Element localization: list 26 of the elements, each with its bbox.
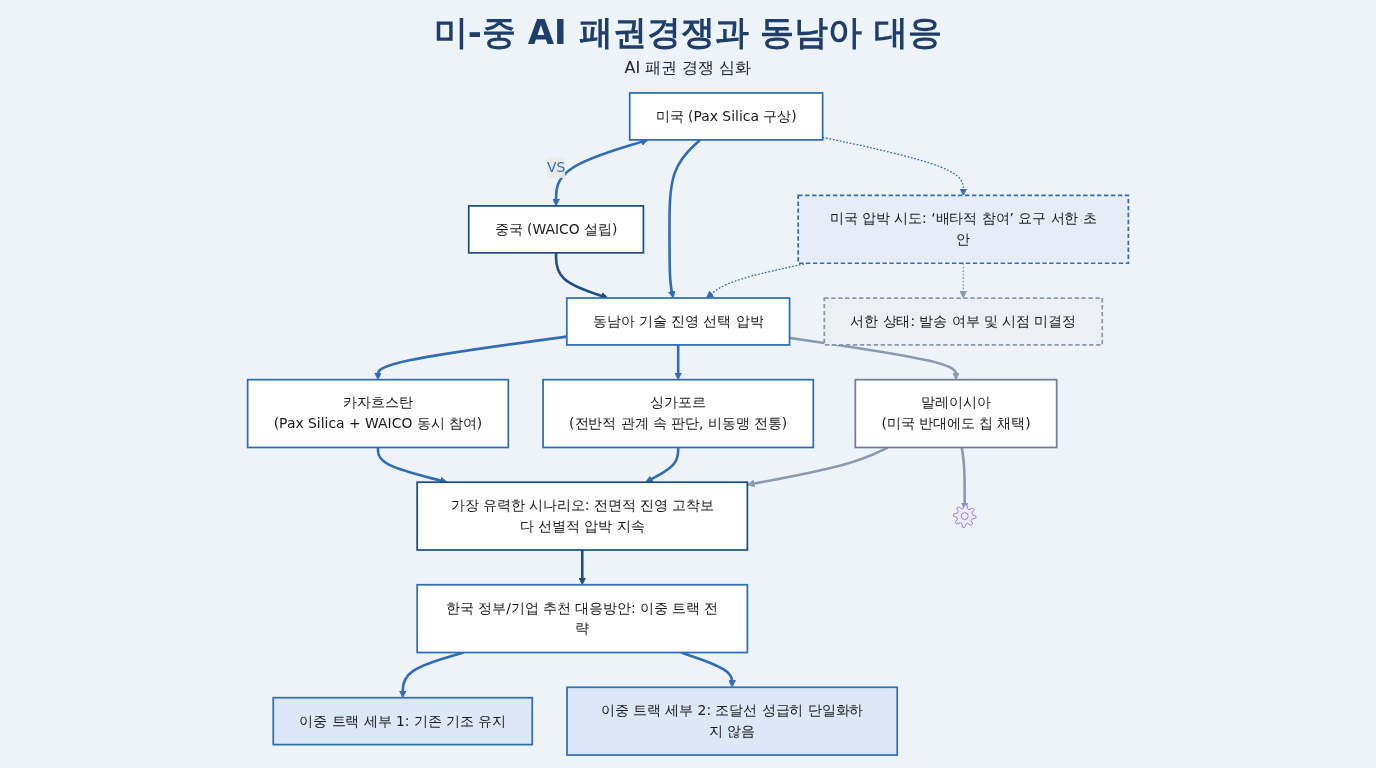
node-box: 말레이시아 (미국 반대에도 칩 채택)	[854, 378, 1058, 449]
arrow	[668, 138, 702, 299]
node-box: 싱가포르 (전반적 관계 속 판단, 비동맹 전통)	[542, 378, 815, 449]
arrow	[747, 446, 889, 488]
node-box: 가장 유력한 시나리오: 전면적 진영 고착보다 선별적 압박 지속	[416, 481, 749, 551]
arrow	[552, 138, 649, 207]
note-text: AI 패권 경쟁 심화	[624, 58, 752, 77]
node-box: 미국 압박 시도: ‘배타적 참여’ 요구 서한 초안	[797, 194, 1130, 265]
node-box: 이중 트랙 세부 2: 조달선 성급히 단일화하지 않음	[566, 686, 899, 756]
node-box: 미국 (Pax Silica 구상)	[628, 92, 824, 141]
arrow	[674, 344, 682, 381]
arrow	[398, 651, 464, 699]
arrow	[554, 252, 609, 300]
node-box: 동남아 기술 진영 선택 압박	[565, 297, 791, 346]
arrow	[789, 336, 960, 381]
node-box: 카자흐스탄 (Pax Silica + WAICO 동시 참여)	[246, 378, 510, 449]
node-box: 한국 정부/기업 추천 대응방안: 이중 트랙 전략	[416, 583, 749, 654]
arrow	[374, 335, 567, 381]
node-box: 중국 (WAICO 설립)	[467, 205, 645, 254]
edge-label: VS	[546, 158, 566, 176]
node-box: 서한 상태: 발송 여부 및 시점 미결정	[823, 297, 1104, 346]
arrow	[645, 447, 680, 483]
arrow	[680, 651, 736, 688]
node-box: 이중 트랙 세부 1: 기존 기조 유지	[272, 696, 534, 746]
arrow	[578, 550, 587, 586]
diagram-title: 미-중 AI 패권경쟁과 동남아 대응	[432, 11, 944, 54]
